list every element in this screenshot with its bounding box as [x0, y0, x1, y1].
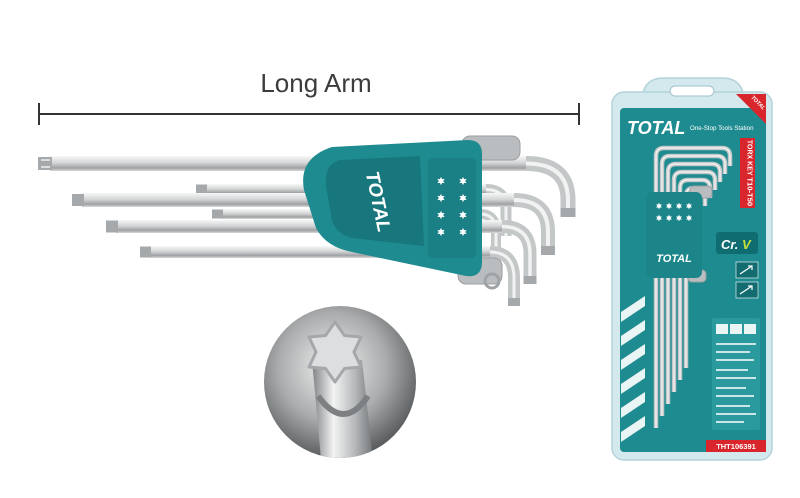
- corner-tag: [736, 94, 766, 124]
- key-highlight: [513, 198, 550, 252]
- feature-thumbnails: [735, 261, 759, 299]
- tip-magnifier: [264, 306, 416, 458]
- size-range: T10-T50: [746, 177, 755, 206]
- material-badge: Cr. V: [716, 232, 758, 254]
- material-badge-text: Cr. V: [721, 237, 752, 252]
- torx-tip: [196, 184, 207, 195]
- torx-tip: [140, 246, 151, 258]
- long-arm-dimension: Long Arm: [38, 68, 580, 125]
- arrow-icon: [739, 285, 753, 295]
- torx-tip-magnifier-icon: [307, 320, 363, 384]
- holder-marking-panel: [428, 158, 476, 258]
- torx-tip: [38, 157, 52, 170]
- torx-tip: [560, 208, 576, 217]
- key-holder: TOTAL: [303, 135, 521, 290]
- torx-key-set: TOTAL: [38, 135, 576, 306]
- product-name-vertical: TORX KEY T10-T50: [746, 140, 755, 206]
- package-tagline: One-Stop Tools Station: [690, 125, 754, 132]
- torx-tip: [508, 298, 520, 306]
- packaged-holder: TOTAL: [646, 185, 713, 283]
- product-name: TORX KEY: [746, 140, 753, 176]
- torx-tip: [541, 246, 555, 255]
- retail-package: TOTAL One-Stop Tools Station TOTAL TORX …: [611, 77, 773, 461]
- torx-tip: [212, 209, 223, 219]
- spec-panel: [712, 318, 760, 430]
- packaged-holder-body: [646, 192, 702, 278]
- key-ring: [483, 272, 501, 290]
- key-highlight: [501, 224, 532, 282]
- card-stripes: [621, 296, 645, 442]
- torx-tip: [106, 220, 118, 233]
- magnified-groove: [315, 394, 371, 417]
- spec-panel-bg: [712, 318, 760, 430]
- packaged-holder-brand: TOTAL: [656, 253, 692, 265]
- material-suffix: V: [742, 237, 752, 252]
- material-prefix: Cr.: [721, 237, 738, 252]
- torx-tip: [72, 194, 84, 206]
- holder-brand-panel: [325, 156, 424, 246]
- hang-hole: [669, 85, 715, 97]
- key-highlight: [489, 250, 516, 304]
- model-label-bg: [706, 440, 766, 452]
- long-arm-label: Long Arm: [260, 68, 371, 98]
- material-badge-bg: [716, 232, 758, 254]
- product-name-band: [740, 138, 755, 208]
- key-highlight: [525, 161, 570, 214]
- arrow-icon: [739, 265, 753, 275]
- model-number: THT106391: [716, 442, 756, 451]
- torx-tip: [523, 276, 537, 284]
- package-brand-logo: TOTAL: [627, 118, 685, 138]
